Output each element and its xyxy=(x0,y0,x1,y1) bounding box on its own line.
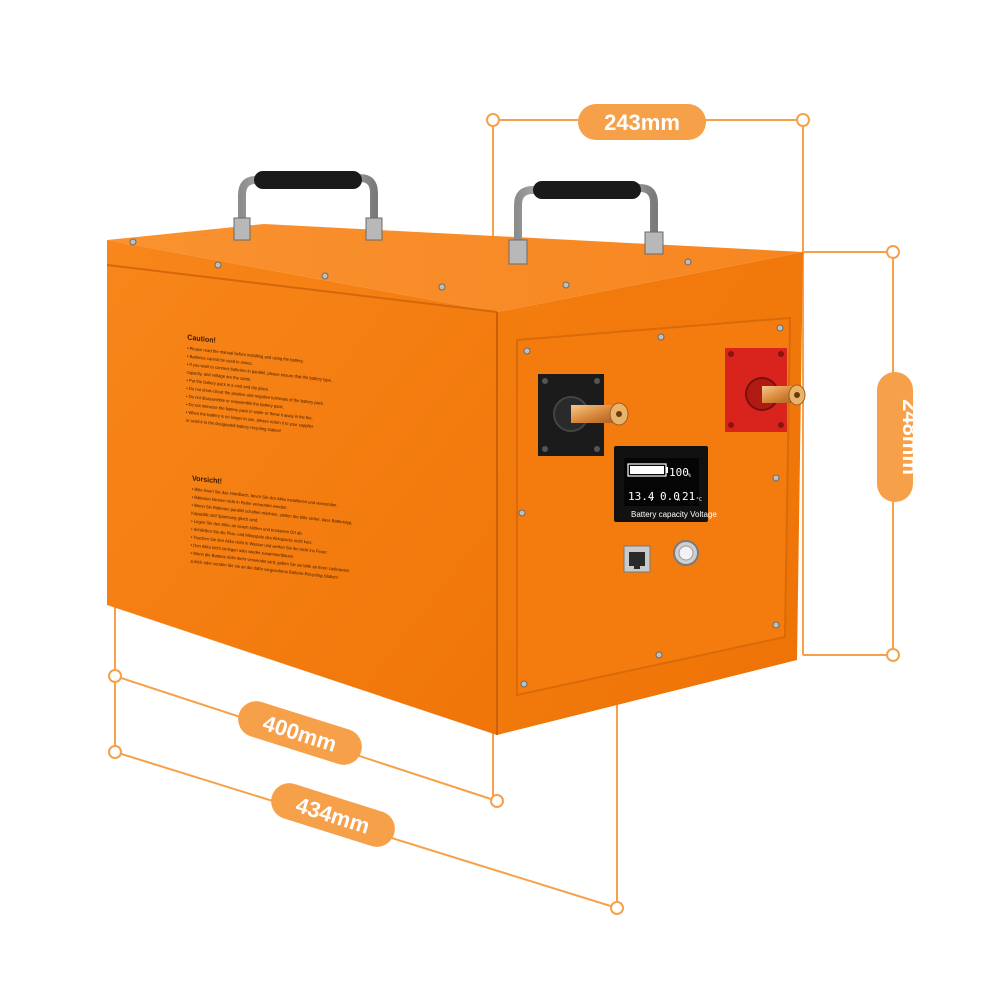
caution-en-title: Caution! xyxy=(187,332,216,344)
caution-de-title: Vorsicht! xyxy=(192,473,222,486)
box-top-face xyxy=(107,224,803,312)
dim-width-text: 243mm xyxy=(604,110,680,135)
ethernet-port-icon xyxy=(623,545,651,573)
charge-bar-fill xyxy=(630,466,664,474)
power-button-icon xyxy=(673,540,699,566)
lcd-percent-unit: % xyxy=(688,473,691,479)
lcd-current-unit: A xyxy=(677,497,680,503)
red-terminal-icon xyxy=(725,348,806,432)
handle-icon-right xyxy=(508,181,664,265)
lcd-percent: 100 xyxy=(669,466,689,479)
black-terminal-icon xyxy=(538,374,629,456)
dim-label-length-outer: 434mm xyxy=(271,783,395,847)
lcd-current: 0.0 xyxy=(660,490,680,503)
screws xyxy=(129,238,784,688)
dim-label-length-inner: 400mm xyxy=(238,701,362,765)
caution-block-en: Caution! • Please read the manual before… xyxy=(186,332,332,433)
lcd-temperature: 21 xyxy=(682,490,695,503)
dimension-endpoints xyxy=(108,113,900,915)
lcd-voltage: 13.4 xyxy=(628,490,655,503)
handle-icon-left xyxy=(233,171,383,241)
caution-block-de: Vorsicht! • Bitte lesen Sie das Handbuch… xyxy=(190,473,352,580)
display-caption: Battery capacity Voltage xyxy=(631,510,717,519)
lcd-voltage-unit: V xyxy=(650,497,653,503)
lcd-temperature-unit: °C xyxy=(696,497,702,503)
dim-height-text: 248mm xyxy=(898,399,923,475)
dim-label-width: 243mm xyxy=(578,104,706,140)
box-front-face xyxy=(107,240,497,735)
battery-display-panel: 100 % 13.4 V 0.0 A 21 °C Battery capacit… xyxy=(614,446,717,522)
dim-label-height: 248mm xyxy=(877,372,923,502)
